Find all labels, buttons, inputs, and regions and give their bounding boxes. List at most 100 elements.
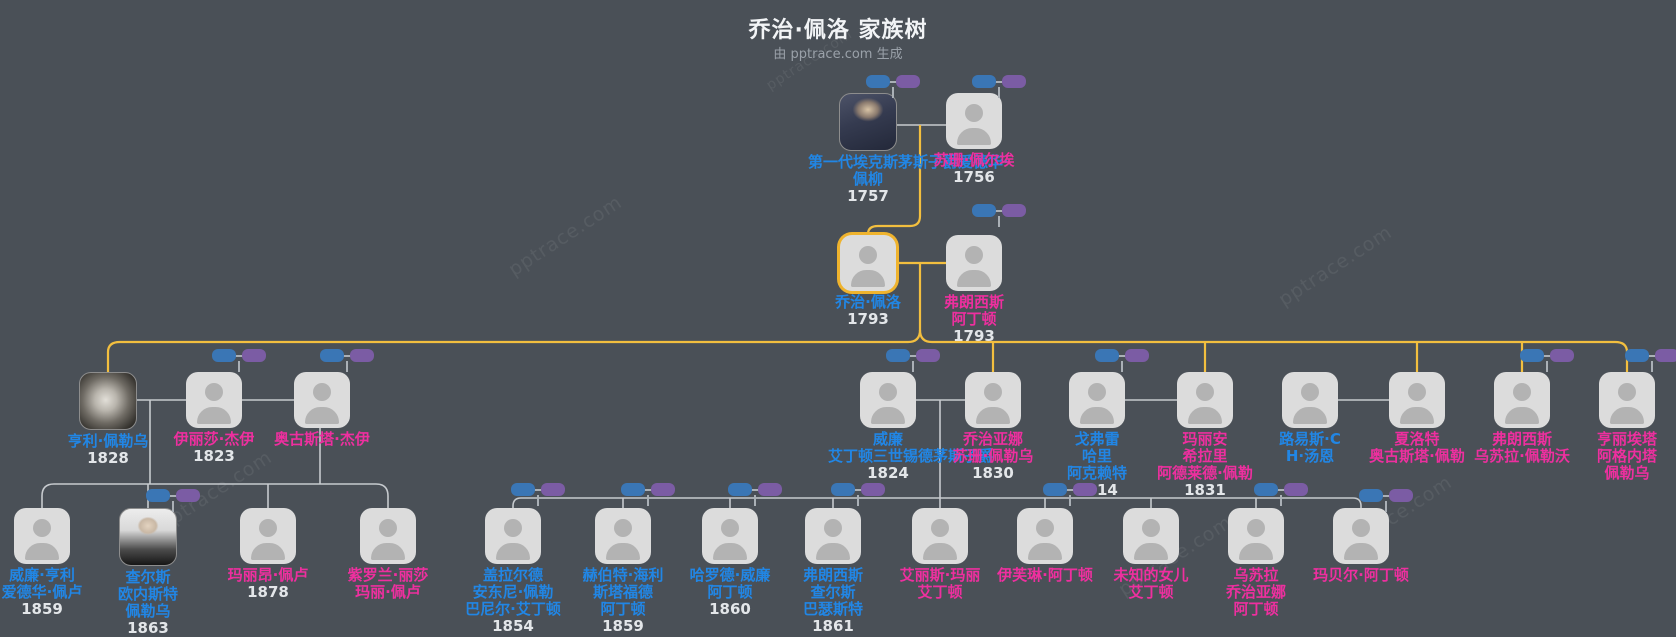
parents-chips[interactable]	[831, 483, 885, 506]
father-chip[interactable]	[146, 489, 170, 502]
person-avatar-icon[interactable]	[14, 508, 70, 564]
parents-chips[interactable]	[146, 489, 200, 512]
person-photo[interactable]	[79, 372, 137, 430]
person-avatar-icon[interactable]	[946, 235, 1002, 291]
mother-chip[interactable]	[1125, 349, 1149, 362]
mother-chip[interactable]	[541, 483, 565, 496]
person-node[interactable]: 乌苏拉乔治亚娜阿丁顿	[1196, 508, 1316, 618]
person-node[interactable]: 盖拉尔德安东尼·佩勒巴尼尔·艾丁顿 1854	[453, 508, 573, 635]
mother-chip[interactable]	[1284, 483, 1308, 496]
person-photo[interactable]	[839, 93, 897, 151]
person-avatar-icon[interactable]	[1123, 508, 1179, 564]
mother-chip[interactable]	[651, 483, 675, 496]
mother-chip[interactable]	[350, 349, 374, 362]
person-node[interactable]: 戈弗雷哈里阿克赖特 1814	[1037, 372, 1157, 499]
person-avatar-icon[interactable]	[1069, 372, 1125, 428]
person-node[interactable]: 威廉艾丁顿三世锡德茅斯子爵 1824	[828, 372, 993, 482]
person-avatar-icon[interactable]	[912, 508, 968, 564]
person-node[interactable]: 赫伯特·海利斯塔福德阿丁顿 1859	[563, 508, 683, 635]
person-node[interactable]: 紫罗兰·丽莎玛丽·佩卢	[328, 508, 448, 601]
person-photo[interactable]	[119, 508, 177, 566]
father-chip[interactable]	[972, 204, 996, 217]
mother-chip[interactable]	[176, 489, 200, 502]
parents-chips[interactable]	[320, 349, 374, 372]
person-avatar-icon[interactable]	[1282, 372, 1338, 428]
person-avatar-icon[interactable]	[1494, 372, 1550, 428]
person-avatar-icon[interactable]	[860, 372, 916, 428]
person-avatar-icon[interactable]	[805, 508, 861, 564]
person-avatar-icon[interactable]	[595, 508, 651, 564]
parents-chips[interactable]	[212, 349, 266, 372]
person-node[interactable]: 弗朗西斯查尔斯巴瑟斯特 1861	[773, 508, 893, 635]
person-avatar-icon[interactable]	[1333, 508, 1389, 564]
mother-chip[interactable]	[1073, 483, 1097, 496]
person-node[interactable]: 威廉·亨利爱德华·佩卢 1859	[0, 508, 102, 618]
person-avatar-icon[interactable]	[1599, 372, 1655, 428]
parents-chips[interactable]	[972, 75, 1026, 98]
person-node[interactable]: 弗朗西斯乌苏拉·佩勒沃	[1462, 372, 1582, 465]
father-chip[interactable]	[1095, 349, 1119, 362]
person-avatar-icon[interactable]	[1389, 372, 1445, 428]
person-node[interactable]: 第一代埃克斯茅斯子爵爱德华·佩柳 1757	[808, 93, 1009, 205]
person-node[interactable]: 亨丽埃塔阿格内塔佩勒乌	[1567, 372, 1676, 482]
mother-chip[interactable]	[1389, 489, 1413, 502]
person-avatar-icon[interactable]	[1177, 372, 1233, 428]
father-chip[interactable]	[1520, 349, 1544, 362]
father-chip[interactable]	[1359, 489, 1383, 502]
person-node[interactable]: 玛丽昂·佩卢 1878	[208, 508, 328, 601]
parents-chips[interactable]	[1254, 483, 1308, 506]
father-chip[interactable]	[212, 349, 236, 362]
parents-chips[interactable]	[1043, 483, 1097, 506]
person-node[interactable]: 夏洛特奥古斯塔·佩勒	[1357, 372, 1477, 465]
person-node[interactable]: 伊丽莎·杰伊 1823	[154, 372, 274, 465]
parents-chips[interactable]	[1359, 489, 1413, 512]
mother-chip[interactable]	[1655, 349, 1676, 362]
father-chip[interactable]	[972, 75, 996, 88]
parents-chips[interactable]	[621, 483, 675, 506]
father-chip[interactable]	[866, 75, 890, 88]
person-node-selected[interactable]: 乔治·佩洛 1793	[808, 235, 928, 328]
person-node[interactable]: 未知的女儿艾丁顿	[1091, 508, 1211, 601]
mother-chip[interactable]	[242, 349, 266, 362]
father-chip[interactable]	[621, 483, 645, 496]
person-avatar-icon[interactable]	[1228, 508, 1284, 564]
person-avatar-icon[interactable]	[485, 508, 541, 564]
parents-chips[interactable]	[511, 483, 565, 506]
mother-chip[interactable]	[758, 483, 782, 496]
parents-chips[interactable]	[728, 483, 782, 506]
mother-chip[interactable]	[1550, 349, 1574, 362]
person-avatar-icon[interactable]	[240, 508, 296, 564]
parents-chips[interactable]	[1095, 349, 1149, 372]
person-node[interactable]: 亨利·佩勒乌 1828	[48, 372, 168, 467]
person-node[interactable]: 伊芙琳·阿丁顿	[985, 508, 1105, 584]
mother-chip[interactable]	[916, 349, 940, 362]
parents-chips[interactable]	[972, 204, 1026, 227]
person-avatar-icon[interactable]	[294, 372, 350, 428]
person-node[interactable]: 艾丽斯·玛丽艾丁顿	[880, 508, 1000, 601]
father-chip[interactable]	[886, 349, 910, 362]
person-node[interactable]: 苏珊·佩尔埃 1756	[914, 93, 1034, 186]
person-avatar-icon[interactable]	[965, 372, 1021, 428]
person-avatar-icon[interactable]	[360, 508, 416, 564]
father-chip[interactable]	[1043, 483, 1067, 496]
father-chip[interactable]	[831, 483, 855, 496]
father-chip[interactable]	[1625, 349, 1649, 362]
person-avatar-icon[interactable]	[186, 372, 242, 428]
father-chip[interactable]	[320, 349, 344, 362]
parents-chips[interactable]	[1625, 349, 1676, 372]
person-avatar-icon[interactable]	[1017, 508, 1073, 564]
mother-chip[interactable]	[896, 75, 920, 88]
person-node[interactable]: 玛丽安希拉里阿德莱德·佩勒 1831	[1145, 372, 1265, 499]
person-avatar-icon[interactable]	[702, 508, 758, 564]
person-avatar-icon[interactable]	[840, 235, 896, 291]
person-node[interactable]: 查尔斯欧内斯特佩勒乌 1863	[88, 508, 208, 637]
father-chip[interactable]	[728, 483, 752, 496]
parents-chips[interactable]	[1520, 349, 1574, 372]
person-node[interactable]: 奥古斯塔·杰伊	[262, 372, 382, 448]
person-node[interactable]: 哈罗德·威廉阿丁顿 1860	[670, 508, 790, 618]
parents-chips[interactable]	[866, 75, 920, 98]
person-node[interactable]: 乔治亚娜苏珊·佩勒乌 1830	[933, 372, 1053, 482]
person-avatar-icon[interactable]	[946, 93, 1002, 149]
parents-chips[interactable]	[886, 349, 940, 372]
